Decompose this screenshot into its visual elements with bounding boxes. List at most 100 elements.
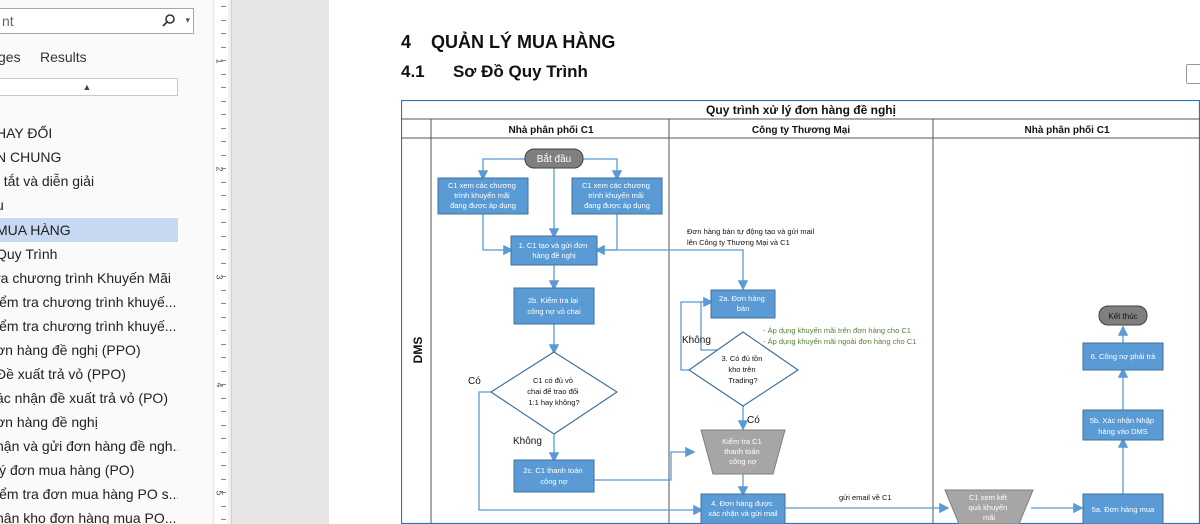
c1-view-result-text: C1 xem kết quả khuyến mãi <box>969 493 1010 522</box>
step5a-box <box>1082 493 1164 524</box>
nav-heading-item[interactable]: HAY ĐỔI <box>0 125 53 141</box>
nav-heading-item[interactable]: t tắt và diễn giải <box>0 173 95 189</box>
end-node <box>1098 305 1148 326</box>
step2a-box <box>710 289 776 319</box>
step2c-text: 2c. C1 thanh toán công nợ <box>523 466 584 486</box>
ruler-tick <box>221 262 226 264</box>
ruler-tick <box>221 19 226 21</box>
step2a-text: 2a. Đơn hàng bán <box>719 294 767 313</box>
connectors <box>477 158 1129 516</box>
ruler-tick <box>221 222 226 223</box>
start-label: Bắt đầu <box>537 152 571 165</box>
nav-heading-item[interactable]: N CHUNG <box>0 149 62 165</box>
nav-heading-item[interactable]: u <box>0 193 178 217</box>
ruler-tick <box>221 505 226 507</box>
no-label: Không <box>513 436 542 447</box>
heading-1: 4 QUẢN LÝ MUA HÀNG <box>401 32 616 52</box>
step6-box <box>1082 342 1164 371</box>
ruler-tick <box>221 316 226 318</box>
ruler-tick <box>221 384 226 385</box>
nav-heading-item[interactable]: ơn hàng đề nghị <box>0 414 98 430</box>
diagram-title: Quy trình xử lý đơn hàng đề nghị <box>706 103 896 117</box>
step2b-text: 2b. Kiểm tra lại công nợ vỏ chai <box>527 296 581 316</box>
chevron-down-icon[interactable]: ▾ <box>185 15 190 25</box>
ruler-tick <box>221 114 226 115</box>
search-icon[interactable] <box>161 13 177 29</box>
step1-box <box>510 235 598 266</box>
search-box[interactable]: nt ▾ <box>0 8 194 34</box>
nav-heading-item[interactable]: Quy Trình <box>0 246 58 262</box>
search-input[interactable]: nt <box>2 13 14 29</box>
ruler-tick <box>221 465 226 466</box>
layout-options-button[interactable] <box>1186 64 1200 84</box>
nav-heading-item[interactable]: iểm tra chương trình khuyế... <box>0 318 177 334</box>
ruler-tick <box>221 154 226 156</box>
ruler-tick <box>221 289 226 291</box>
ruler-tick <box>221 343 226 345</box>
heading-2: 4.1 Sơ Đồ Quy Trình <box>401 62 588 81</box>
ruler-tick <box>221 46 226 48</box>
ruler-tick <box>221 397 226 399</box>
nav-heading-item[interactable]: lý đơn mua hàng (PO) <box>0 462 135 478</box>
auto-order-note: Đơn hàng bán tự động tạo và gửi mail lên… <box>687 227 816 247</box>
nav-heading-item[interactable]: iểm tra chương trình khuyế... <box>0 294 177 310</box>
step5b-box <box>1082 409 1164 441</box>
lane-header: Nhà phân phối C1 <box>509 124 594 136</box>
process-flow-diagram: Quy trình xử lý đơn hàng đề nghị Nhà phâ… <box>401 100 1200 524</box>
nav-heading-item[interactable]: Đề xuất trả vỏ (PPO) <box>0 366 126 382</box>
ruler-tick <box>221 438 226 439</box>
lane-header: Nhà phân phối C1 <box>1025 124 1110 136</box>
nav-heading-item[interactable]: ra chương trình Khuyến Mãi <box>0 270 171 286</box>
nav-heading-item-selected[interactable]: MUA HÀNG <box>0 218 178 242</box>
step4-box <box>700 493 786 524</box>
c1-view-result-trapezoid <box>944 489 1034 524</box>
tab-pages[interactable]: ges <box>0 49 21 65</box>
ruler-tick <box>221 235 226 237</box>
ruler-tick <box>221 411 226 412</box>
ruler-tick <box>221 370 226 372</box>
decision-c1-diamond <box>489 351 619 435</box>
ruler-tick <box>221 141 226 142</box>
end-label: Kết thúc <box>1108 312 1137 321</box>
ruler-tick <box>221 6 226 7</box>
step2b-box <box>513 287 595 325</box>
ruler-tick <box>221 249 226 250</box>
scroll-up-button[interactable]: ▲ <box>0 78 178 96</box>
step1-text: 1. C1 tạo và gửi đơn hàng đề nghị <box>519 241 590 260</box>
decision3-text: 3. Có đủ tồn kho trên Trading? <box>722 354 765 385</box>
no-label-mid: Không <box>682 335 711 346</box>
chevron-up-icon: ▲ <box>82 82 92 92</box>
ruler-tick <box>221 424 226 426</box>
ruler-tick <box>221 330 226 331</box>
ruler-tick <box>221 73 226 75</box>
decision3-diamond <box>687 331 800 407</box>
ruler-tick <box>221 181 226 183</box>
start-node <box>524 148 584 169</box>
ruler-tick <box>221 519 226 520</box>
side-label: DMS <box>411 337 425 364</box>
step2c-box <box>513 459 595 493</box>
email-note: gửi email về C1 <box>839 493 892 502</box>
step5b-text: 5b. Xác nhận Nhập hàng vào DMS <box>1090 416 1156 436</box>
nav-heading-item[interactable]: iểm tra đơn mua hàng PO s... <box>0 486 178 502</box>
ruler-tick <box>221 100 226 102</box>
ruler-tick <box>221 127 226 129</box>
step6-text: 6. Công nợ phải trả <box>1091 352 1156 361</box>
vertical-ruler[interactable]: 1 2 3 4 5 <box>212 0 232 524</box>
nav-heading-item[interactable]: ơn hàng đề nghị (PPO) <box>0 342 141 358</box>
nav-heading-item[interactable]: ác nhận đề xuất trả vỏ (PO) <box>0 390 168 406</box>
ruler-tick <box>221 276 226 277</box>
step5a-text: 5a. Đơn hàng mua <box>1092 505 1155 514</box>
yes-label-mid: Có <box>747 415 760 426</box>
tab-results[interactable]: Results <box>40 49 87 65</box>
c1-view-promo-text-right: C1 xem các chương trình khuyến mãi đang … <box>582 181 652 210</box>
lane-header: Công ty Thương Mại <box>752 125 850 136</box>
ruler-tick <box>221 451 226 453</box>
nav-heading-item[interactable]: hận kho đơn hàng mua PO... <box>0 510 177 524</box>
decision-c1-text: C1 có đủ vỏ chai để trao đổi 1:1 hay khô… <box>527 376 580 407</box>
nav-heading-item[interactable]: hận và gửi đơn hàng đề ngh... <box>0 438 178 454</box>
check-c1-text: Kiểm tra C1 thanh toán công nợ <box>722 437 764 466</box>
ruler-tick <box>221 357 226 358</box>
ruler-tick <box>221 303 226 304</box>
check-c1-trapezoid <box>700 429 786 475</box>
